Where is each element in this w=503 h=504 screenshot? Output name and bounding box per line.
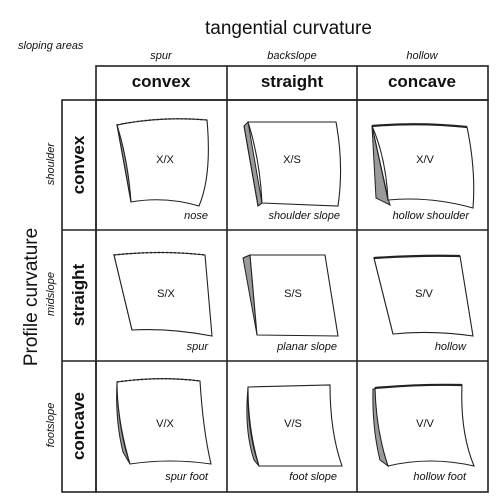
column-sub-backslope: backslope: [267, 50, 317, 62]
row-head-straight: straight: [69, 263, 88, 327]
row-sub-footslope: footslope: [45, 402, 57, 448]
cell-label-foot-slope: foot slope: [289, 471, 337, 483]
block-v-v: [372, 383, 475, 468]
block-s-x: [113, 251, 213, 337]
block-v-s: [246, 384, 343, 467]
column-head-convex: convex: [131, 72, 191, 91]
row-sub-shoulder: shoulder: [45, 142, 57, 186]
cell-code-x-s: X/S: [283, 154, 301, 166]
cell-label-nose: nose: [184, 210, 208, 222]
cell-label-spur-foot: spur foot: [165, 471, 208, 483]
column-sub-hollow: hollow: [406, 50, 438, 62]
cell-code-v-x: V/X: [156, 418, 174, 430]
block-v-x: [116, 378, 212, 465]
cell-label-spur: spur: [186, 341, 208, 353]
cell-code-s-x: S/X: [157, 288, 175, 300]
cell-code-s-s: S/S: [284, 288, 302, 300]
column-head-concave: concave: [387, 72, 457, 91]
cell-code-v-s: V/S: [284, 418, 302, 430]
column-sub-spur: spur: [150, 50, 172, 62]
block-x-x: [116, 118, 209, 207]
cell-code-x-v: X/V: [416, 154, 434, 166]
profile-curvature-title: Profile curvature: [21, 227, 42, 367]
cell-label-planar-slope: planar slope: [277, 341, 337, 353]
block-x-v: [371, 123, 475, 209]
cell-label-shoulder-slope: shoulder slope: [268, 210, 340, 222]
cell-label-hollow-shoulder: hollow shoulder: [392, 210, 469, 222]
cell-code-s-v: S/V: [415, 288, 433, 300]
cell-label-hollow: hollow: [434, 341, 466, 353]
cell-label-hollow-foot: hollow foot: [413, 471, 466, 483]
sloping-areas-label: sloping areas: [18, 40, 84, 52]
column-head-straight: straight: [260, 72, 324, 91]
block-s-s: [242, 254, 339, 337]
cell-code-v-v: V/V: [416, 418, 434, 430]
row-head-concave: concave: [69, 391, 88, 461]
row-head-convex: convex: [69, 135, 88, 195]
row-sub-midslope: midslope: [45, 271, 57, 317]
main-grid-border: [95, 99, 489, 493]
tangential-curvature-title: tangential curvature: [205, 18, 372, 39]
block-x-s: [243, 120, 342, 207]
cell-code-x-x: X/X: [156, 154, 174, 166]
block-s-v: [373, 254, 474, 337]
